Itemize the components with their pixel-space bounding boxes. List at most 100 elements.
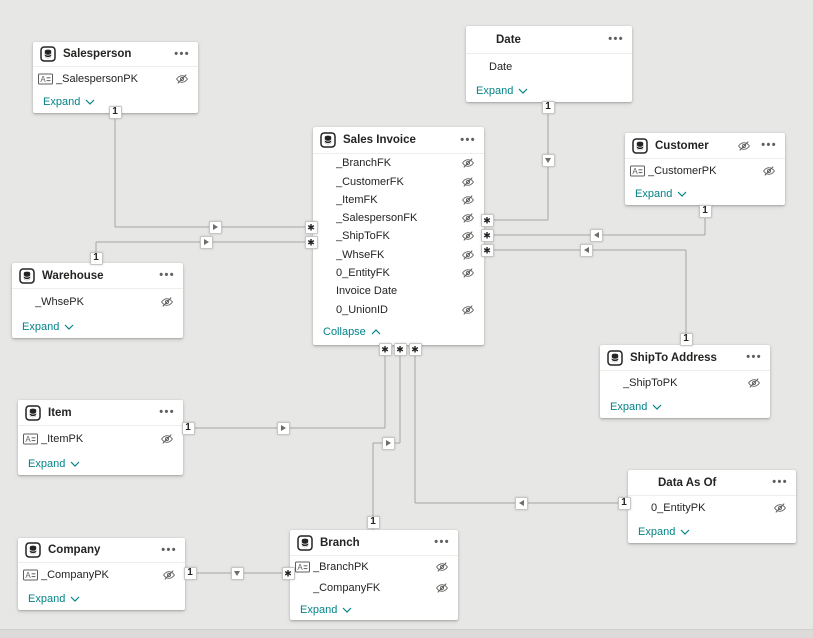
field-name: _WhsePK xyxy=(35,295,84,308)
field-name: _WhseFK xyxy=(336,248,385,261)
field-icon-slot-empty xyxy=(318,194,333,206)
field-row-whsefk[interactable]: _WhseFK xyxy=(313,246,484,264)
expand-link[interactable]: Expand xyxy=(18,587,185,611)
field-icon-slot-empty xyxy=(471,61,486,73)
more-options-icon[interactable]: ••• xyxy=(746,351,762,363)
field-row-itemfk[interactable]: _ItemFK xyxy=(313,191,484,209)
svg-text:A: A xyxy=(25,571,31,580)
field-row-customerpk[interactable]: A_CustomerPK xyxy=(625,159,785,182)
collapse-link[interactable]: Collapse xyxy=(313,319,484,345)
more-options-icon[interactable]: ••• xyxy=(761,139,777,151)
field-row-0-entitypk[interactable]: 0_EntityPK xyxy=(628,496,796,520)
svg-text:A: A xyxy=(297,563,303,572)
table-header[interactable]: Item••• xyxy=(18,400,183,426)
expand-link[interactable]: Expand xyxy=(628,520,796,544)
field-icon-slot-empty xyxy=(17,296,32,308)
field-name: _BranchPK xyxy=(313,560,369,573)
expand-link[interactable]: Expand xyxy=(600,395,770,419)
expand-link[interactable]: Expand xyxy=(625,182,785,206)
field-hidden-eye-icon xyxy=(435,560,449,574)
expand-link[interactable]: Expand xyxy=(33,90,198,113)
field-row-invoice-date[interactable]: Invoice Date xyxy=(313,282,484,300)
cardinality-many-badge: ✱ xyxy=(393,342,407,356)
field-hidden-eye-icon xyxy=(175,72,189,86)
footer-label: Expand xyxy=(300,603,338,616)
table-header[interactable]: Salesperson••• xyxy=(33,42,198,67)
chevron-down-icon xyxy=(64,321,74,333)
field-hidden-eye-icon xyxy=(461,175,475,189)
field-row-shiptopk[interactable]: _ShipToPK xyxy=(600,371,770,395)
expand-link[interactable]: Expand xyxy=(290,598,458,621)
chevron-down-icon xyxy=(85,96,95,108)
field-name: _SalespersonPK xyxy=(56,72,138,85)
field-row-0-unionid[interactable]: 0_UnionID xyxy=(313,301,484,319)
footer-label: Expand xyxy=(22,320,60,333)
field-row-shiptofk[interactable]: _ShipToFK xyxy=(313,227,484,245)
more-options-icon[interactable]: ••• xyxy=(608,33,624,45)
expand-link[interactable]: Expand xyxy=(18,451,183,476)
field-name: _CustomerFK xyxy=(336,175,404,188)
table-card-customer[interactable]: Customer•••A_CustomerPK Expand xyxy=(625,133,785,205)
table-card-branch[interactable]: Branch ••• A _BranchPK _CompanyFK Expand xyxy=(290,530,458,620)
table-card-sales-invoice[interactable]: Sales Invoice•••_BranchFK _CustomerFK _Ite… xyxy=(313,127,484,345)
field-list: A_SalespersonPK xyxy=(33,67,198,90)
field-row-0-entityfk[interactable]: 0_EntityFK xyxy=(313,264,484,282)
field-row-branchfk[interactable]: _BranchFK xyxy=(313,154,484,172)
table-header[interactable]: ShipTo Address••• xyxy=(600,345,770,371)
table-header[interactable]: Customer••• xyxy=(625,133,785,159)
field-row-date[interactable]: Date xyxy=(466,54,632,79)
table-header[interactable]: Date••• xyxy=(466,26,632,54)
more-options-icon[interactable]: ••• xyxy=(159,269,175,281)
expand-link[interactable]: Expand xyxy=(12,314,183,339)
more-options-icon[interactable]: ••• xyxy=(161,543,177,556)
more-options-icon[interactable]: ••• xyxy=(772,476,788,488)
field-name: _ShipToPK xyxy=(623,377,678,389)
field-icon-slot-empty xyxy=(318,249,333,261)
table-card-warehouse[interactable]: Warehouse••• _WhsePK Expand xyxy=(12,263,183,338)
field-name: 0_UnionID xyxy=(336,303,388,316)
field-row-salespersonfk[interactable]: _SalespersonFK xyxy=(313,209,484,227)
field-row-whsepk[interactable]: _WhsePK xyxy=(12,289,183,314)
field-list: A_ItemPK xyxy=(18,426,183,451)
table-card-shipto-address[interactable]: ShipTo Address••• _ShipToPK Expand xyxy=(600,345,770,418)
cardinality-one-badge: 1 xyxy=(183,566,197,580)
more-options-icon[interactable]: ••• xyxy=(434,536,450,548)
table-header[interactable]: Warehouse••• xyxy=(12,263,183,289)
table-header[interactable]: Data As Of••• xyxy=(628,470,796,496)
field-icon-slot-empty xyxy=(318,157,333,169)
table-title: Branch xyxy=(320,536,360,549)
horizontal-scrollbar[interactable] xyxy=(0,629,813,638)
more-options-icon[interactable]: ••• xyxy=(159,406,175,418)
expand-link[interactable]: Expand xyxy=(466,79,632,103)
table-icon-slot-empty xyxy=(635,475,651,491)
more-options-icon[interactable]: ••• xyxy=(460,133,476,146)
table-icon xyxy=(607,349,623,366)
field-icon-slot-empty xyxy=(318,267,333,279)
field-row-companyfk[interactable]: _CompanyFK xyxy=(290,577,458,598)
field-row-companypk[interactable]: A_CompanyPK xyxy=(18,563,185,587)
field-icon-slot-empty xyxy=(295,582,310,594)
table-header[interactable]: Company••• xyxy=(18,538,185,563)
field-row-branchpk[interactable]: A _BranchPK xyxy=(290,556,458,577)
table-header[interactable]: Branch ••• xyxy=(290,530,458,556)
more-options-icon[interactable]: ••• xyxy=(174,47,190,60)
chevron-down-icon xyxy=(652,401,662,413)
text-field-type-icon: A xyxy=(630,165,645,177)
field-row-salespersonpk[interactable]: A_SalespersonPK xyxy=(33,67,198,90)
field-list: Date xyxy=(466,54,632,79)
table-icon xyxy=(320,132,336,148)
filter-direction-arrow-icon xyxy=(589,228,603,242)
filter-direction-arrow-icon xyxy=(381,436,395,450)
field-row-customerfk[interactable]: _CustomerFK xyxy=(313,172,484,190)
field-row-itempk[interactable]: A_ItemPK xyxy=(18,426,183,451)
table-header[interactable]: Sales Invoice••• xyxy=(313,127,484,154)
field-hidden-eye-icon xyxy=(160,295,174,309)
footer-label: Expand xyxy=(635,188,673,200)
field-hidden-eye-icon xyxy=(162,568,176,582)
